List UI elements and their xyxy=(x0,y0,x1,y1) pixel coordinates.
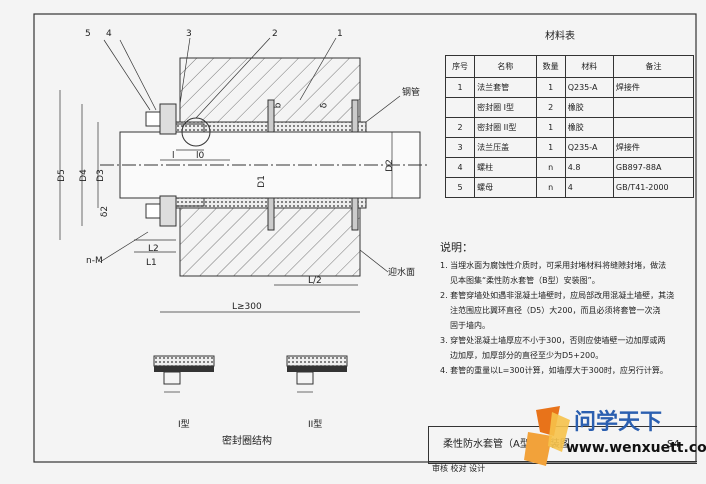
callout-1: 1 xyxy=(337,29,343,39)
cell: 3 xyxy=(444,137,476,158)
cell: 4 xyxy=(564,177,614,198)
cell: 2 xyxy=(444,117,476,138)
note-line: 边加厚，加厚部分的直径至少为D5+200。 xyxy=(450,351,604,360)
cell xyxy=(612,117,695,138)
cell: 1 xyxy=(535,137,566,158)
approval-row: 审核 校对 设计 xyxy=(432,464,486,473)
cell: 密封圈 I型 xyxy=(474,97,537,118)
cell: GB897-88A xyxy=(612,157,695,178)
cell: 1 xyxy=(444,77,476,98)
col-header: 名称 xyxy=(474,55,537,78)
dim-b: b xyxy=(273,102,284,109)
cell: GB/T41-2000 xyxy=(612,177,695,198)
watermark-url: www.wenxuett.com xyxy=(566,440,706,456)
notes-section: 说明： 1. 当埋水面为腐蚀性介质时，可采用封堵材料将缝隙封堵，做法 见本图集“… xyxy=(440,240,696,378)
table-header-row: 序号 名称 数量 材料 备注 xyxy=(444,55,695,78)
note-line: 固于墙内。 xyxy=(450,321,490,330)
label-ring-title: 密封圈结构 xyxy=(222,436,272,447)
note-line: 2. 套管穿墙处如遇非混凝土墙壁时，应局部改用混凝土墙壁，其浇 xyxy=(440,291,675,300)
drawing-title: 柔性防水套管（A型）安装图 xyxy=(443,439,570,450)
cell: 1 xyxy=(535,117,566,138)
cell: n xyxy=(535,157,566,178)
dim-d5: D5 xyxy=(56,169,67,182)
dim-d1: D1 xyxy=(256,175,267,188)
label-water-face: 迎水面 xyxy=(388,268,416,278)
notes-heading: 说明： xyxy=(440,241,473,254)
cell: 2 xyxy=(535,97,566,118)
materials-title: 材料表 xyxy=(545,31,575,42)
cell: 法兰压盖 xyxy=(474,137,537,158)
page-number: S4 xyxy=(667,439,680,450)
cell: 4.8 xyxy=(564,157,614,178)
cell: 焊接件 xyxy=(612,137,695,158)
note-line: 1. 当埋水面为腐蚀性介质时，可采用封堵材料将缝隙封堵，做法 xyxy=(440,261,667,270)
dim-d2: D2 xyxy=(384,159,395,172)
seal-ring-detail-1 xyxy=(153,355,215,393)
callout-4: 4 xyxy=(106,29,112,39)
cell: 螺柱 xyxy=(474,157,537,178)
col-header: 备注 xyxy=(612,55,695,78)
watermark-brand: 问学天下 xyxy=(574,410,663,435)
cell: Q235-A xyxy=(564,77,614,98)
seal-ring-detail-2 xyxy=(286,355,348,393)
note-line: 见本图集“柔性防水套管（B型）安装图”。 xyxy=(450,276,600,285)
cell xyxy=(612,97,695,118)
callout-2: 2 xyxy=(272,29,278,39)
cell: 橡胶 xyxy=(564,117,614,138)
col-header: 序号 xyxy=(444,55,476,78)
note-line: 3. 穿管处混凝土墙厚应不小于300，否则应使墙壁一边加厚或两 xyxy=(440,336,666,345)
cell: 焊接件 xyxy=(612,77,695,98)
note-line: 注范围应比翼环直径（D5）大200，而且必须将套管一次浇 xyxy=(450,306,661,315)
dim-l0: l0 xyxy=(196,151,205,161)
cell: 5 xyxy=(444,177,476,198)
cell: n xyxy=(535,177,566,198)
callout-3: 3 xyxy=(186,29,192,39)
steel-pipe xyxy=(100,131,430,199)
dim-d4: D4 xyxy=(78,169,89,182)
dim-l2: L2 xyxy=(148,244,159,254)
dim-half: L/2 xyxy=(308,276,322,286)
dim-d3: D3 xyxy=(95,169,106,182)
label-steel-pipe: 钢管 xyxy=(402,88,421,98)
cell xyxy=(444,97,476,118)
dim-delta-ring: δ2 xyxy=(100,205,111,218)
cell: 4 xyxy=(444,157,476,178)
cell: 1 xyxy=(535,77,566,98)
cell: 橡胶 xyxy=(564,97,614,118)
cell: 密封圈 II型 xyxy=(474,117,537,138)
col-header: 数量 xyxy=(535,55,566,78)
watermark-logo xyxy=(524,406,570,466)
flange-gland xyxy=(145,103,211,227)
cell: 法兰套管 xyxy=(474,77,537,98)
sleeve-section-drawing xyxy=(59,37,430,313)
col-header: 材料 xyxy=(564,55,614,78)
dim-delta: δ xyxy=(319,102,330,109)
label-type1: I型 xyxy=(178,420,190,430)
callout-5: 5 xyxy=(85,29,91,39)
cell: Q235-A xyxy=(564,137,614,158)
dim-l: l xyxy=(172,151,175,161)
dim-l1: L1 xyxy=(146,258,157,268)
label-type2: II型 xyxy=(308,420,323,430)
note-line: 4. 套管的重量以L=300计算，如墙厚大于300时，应另行计算。 xyxy=(440,366,668,375)
cell: 螺母 xyxy=(474,177,537,198)
dim-total: L≥300 xyxy=(232,302,262,312)
dim-bolt: n-M xyxy=(86,256,103,266)
